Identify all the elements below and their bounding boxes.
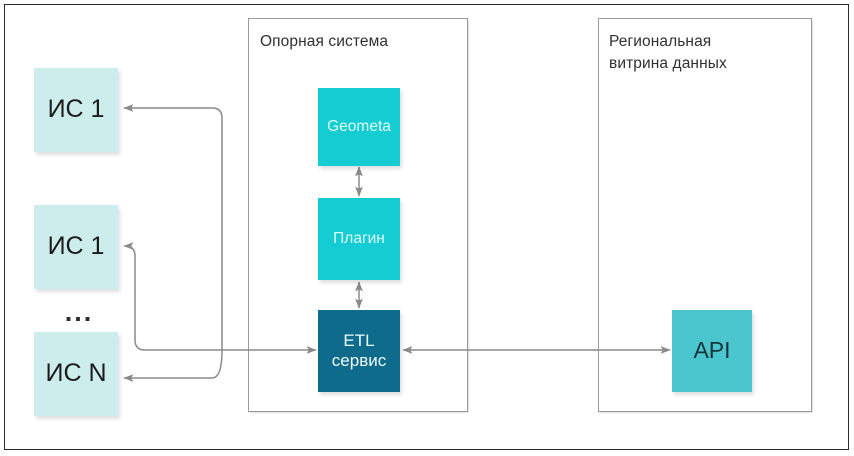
node-etl-service[interactable]: ETL сервис [318, 310, 400, 392]
sources-ellipsis: ... [64, 297, 94, 327]
node-plugin[interactable]: Плагин [318, 198, 400, 280]
node-api[interactable]: API [672, 310, 752, 392]
node-source-2[interactable]: ИС 1 [34, 205, 118, 289]
panel-regional-datamart-title: Региональная витрина данных [609, 33, 727, 73]
node-source-n[interactable]: ИС N [34, 332, 118, 416]
panel-core-system-title: Опорная система [260, 33, 389, 50]
node-source-1[interactable]: ИС 1 [34, 68, 118, 152]
node-geometa[interactable]: Geometa [318, 88, 400, 166]
